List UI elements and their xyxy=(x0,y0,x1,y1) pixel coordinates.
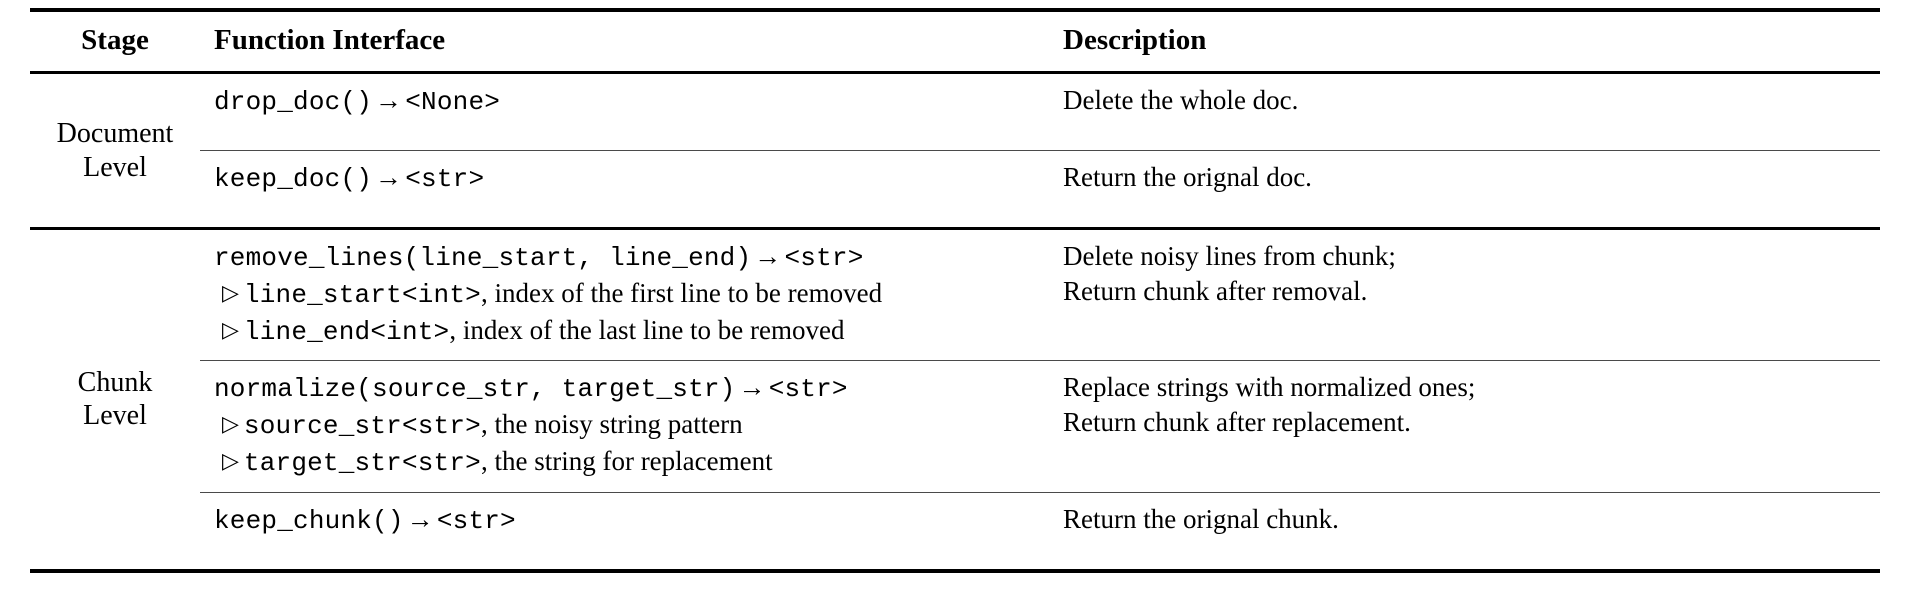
stage-cell-document-level: Document Level xyxy=(30,71,200,229)
stage-label-line2: Level xyxy=(83,400,147,432)
function-return-type: <None> xyxy=(405,87,501,117)
header-row: Stage Function Interface Description xyxy=(30,10,1880,73)
function-name: keep_chunk() xyxy=(214,505,404,536)
description-line: Return the orignal doc. xyxy=(1063,162,1312,192)
description-line: Delete noisy lines from chunk; xyxy=(1063,241,1396,271)
function-signature-remove-lines: remove_lines(line_start, line_end)→<str> xyxy=(214,239,1055,276)
interface-cell-keep-chunk: keep_chunk()→<str> xyxy=(200,491,1055,573)
parameter-name: target_str<str> xyxy=(243,447,481,478)
parameter-description: , index of the first line to be removed xyxy=(480,277,883,308)
table-body: Document Level drop_doc()→<None> Delete … xyxy=(30,71,1880,573)
interface-cell-remove-lines: remove_lines(line_start, line_end)→<str>… xyxy=(200,229,1055,361)
stage-label-line1: Document xyxy=(56,118,174,150)
parameter-description: , the string for replacement xyxy=(480,445,773,476)
function-return-type: <str> xyxy=(768,374,848,405)
function-signature-keep-chunk: keep_chunk()→<str> xyxy=(214,502,1055,539)
table-row: keep_doc()→<str> Return the orignal doc. xyxy=(30,150,1880,229)
table-row: normalize(source_str, target_str)→<str> … xyxy=(30,360,1880,493)
description-cell-keep-chunk: Return the orignal chunk. xyxy=(1055,491,1880,573)
stage-label-line2: Level xyxy=(83,151,147,183)
table-header: Stage Function Interface Description xyxy=(30,10,1880,73)
function-return-type: <str> xyxy=(436,505,516,536)
function-name: normalize(source_str, target_str) xyxy=(214,374,736,405)
parameter-line: ▷line_start<int>, index of the first lin… xyxy=(214,276,1055,313)
function-name: keep_doc() xyxy=(214,164,373,194)
description-cell-keep-doc: Return the orignal doc. xyxy=(1055,150,1880,229)
interface-cell-drop-doc: drop_doc()→<None> xyxy=(200,73,1055,151)
description-line: Return chunk after removal. xyxy=(1063,276,1368,307)
table-row: keep_chunk()→<str> Return the orignal ch… xyxy=(30,491,1880,573)
function-signature-drop-doc: drop_doc()→<None> xyxy=(214,83,1055,120)
arrow-icon: → xyxy=(738,372,766,403)
column-header-description: Description xyxy=(1063,24,1207,56)
description-cell-normalize: Replace strings with normalized ones; Re… xyxy=(1055,360,1880,493)
interface-cell-keep-doc: keep_doc()→<str> xyxy=(200,150,1055,229)
function-name: drop_doc() xyxy=(214,87,373,117)
parameter-name: source_str<str> xyxy=(243,411,481,442)
parameter-description: , index of the last line to be removed xyxy=(449,314,845,345)
triangle-bullet-icon: ▷ xyxy=(222,316,239,342)
table-row: Document Level drop_doc()→<None> Delete … xyxy=(30,71,1880,229)
table-row: Chunk Level remove_lines(line_start, lin… xyxy=(30,226,1880,573)
stage-cell-chunk-level: Chunk Level xyxy=(30,226,200,573)
description-line: Delete the whole doc. xyxy=(1063,85,1299,115)
arrow-icon: → xyxy=(754,241,782,271)
table-container: Stage Function Interface Description Doc… xyxy=(0,8,1910,608)
parameter-name: line_start<int> xyxy=(243,279,481,310)
description-line: Return chunk after replacement. xyxy=(1063,407,1411,438)
triangle-bullet-icon: ▷ xyxy=(222,447,239,473)
arrow-icon: → xyxy=(375,162,403,192)
column-header-stage: Stage xyxy=(81,24,149,56)
parameter-description: , the noisy string pattern xyxy=(480,409,743,440)
triangle-bullet-icon: ▷ xyxy=(222,411,239,437)
parameter-line: ▷line_end<int>, index of the last line t… xyxy=(214,313,1055,350)
arrow-icon: → xyxy=(406,503,434,534)
triangle-bullet-icon: ▷ xyxy=(222,279,239,305)
function-return-type: <str> xyxy=(784,243,864,273)
arrow-icon: → xyxy=(375,85,403,115)
stage-label-line1: Chunk xyxy=(77,367,153,399)
function-signature-normalize: normalize(source_str, target_str)→<str> xyxy=(214,370,1055,407)
column-header-function-interface: Function Interface xyxy=(214,24,446,56)
description-line: Return the orignal chunk. xyxy=(1063,503,1339,534)
description-cell-drop-doc: Delete the whole doc. xyxy=(1055,73,1880,151)
parameter-line: ▷target_str<str>, the string for replace… xyxy=(214,444,1055,481)
function-interface-table: Stage Function Interface Description Doc… xyxy=(30,8,1880,573)
function-signature-keep-doc: keep_doc()→<str> xyxy=(214,160,1055,197)
interface-cell-normalize: normalize(source_str, target_str)→<str> … xyxy=(200,360,1055,493)
function-name: remove_lines(line_start, line_end) xyxy=(214,243,752,273)
parameter-line: ▷source_str<str>, the noisy string patte… xyxy=(214,407,1055,444)
parameter-name: line_end<int> xyxy=(243,316,450,347)
function-return-type: <str> xyxy=(405,164,485,194)
description-line: Replace strings with normalized ones; xyxy=(1063,372,1476,403)
description-cell-remove-lines: Delete noisy lines from chunk; Return ch… xyxy=(1055,229,1880,361)
